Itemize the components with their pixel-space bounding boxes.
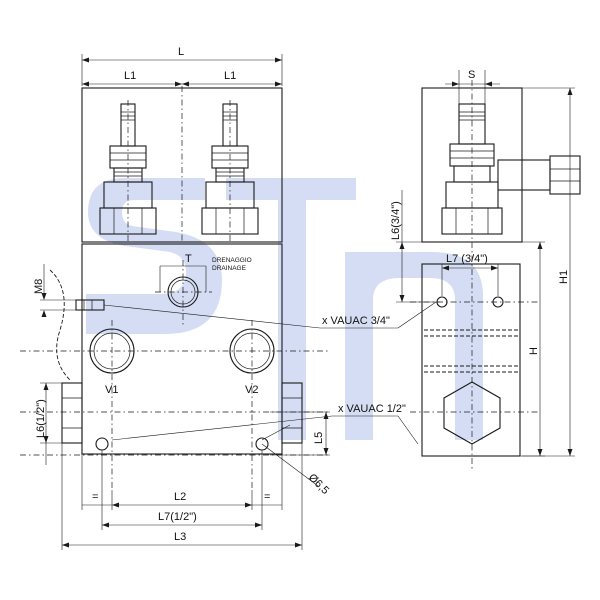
dim-L5-label: L5 [313,432,325,444]
side-dimensions [396,70,575,457]
drain-port-T [167,276,199,308]
note-vauac-half: x VAUAC 1/2" [338,403,406,415]
dim-L6-three-quarter-label: L6(3/4") [390,201,402,240]
top-dimensions [81,54,283,87]
note-leaders [103,301,437,445]
m8-dimension [40,264,76,317]
port-V1 [89,328,135,374]
l6-half-dimension [40,382,62,465]
eq-right-label: = [264,491,270,503]
eq-left-label: = [92,491,98,503]
left-cartridge [99,103,157,235]
dim-L6-half-label: L6(1/2") [35,399,47,438]
dim-L-label: L [178,46,184,58]
note-vauac-three-quarter: x VAUAC 3/4" [322,315,390,327]
side-body [421,263,521,457]
port-V2-label: V2 [245,384,258,396]
dim-L1-left-label: L1 [124,70,136,82]
bottom-dimensions [61,443,303,550]
side-view [410,80,581,470]
port-V1-label: V1 [105,384,118,396]
dim-M8-label: M8 [33,279,45,294]
port-V2 [229,328,275,374]
dim-S-label: S [468,69,475,81]
dim-L7-three-quarter-label: L7 (3/4") [446,253,488,265]
dim-H-label: H [528,347,540,355]
dim-L3-label: L3 [174,531,186,543]
dim-T-label: T [185,253,192,265]
dim-L1-right-label: L1 [224,70,236,82]
right-cartridge [201,103,259,235]
l5-dimension [270,411,330,456]
plan-block-outline [81,243,283,455]
watermark-logo [86,178,483,440]
side-hex-port [443,381,501,445]
drain-note-en: DRAINAGE [212,265,247,272]
t-dimension [159,265,207,292]
dim-H1-label: H1 [558,270,570,284]
drain-note-it: DRENAGGIO [212,257,252,264]
dim-L2-label: L2 [174,491,186,503]
dia-leader [261,443,319,487]
dim-dia-label: Ø6,5 [306,472,331,497]
mounting-hole-left [95,437,109,451]
dim-L7-half-label: L7(1/2") [158,511,197,523]
